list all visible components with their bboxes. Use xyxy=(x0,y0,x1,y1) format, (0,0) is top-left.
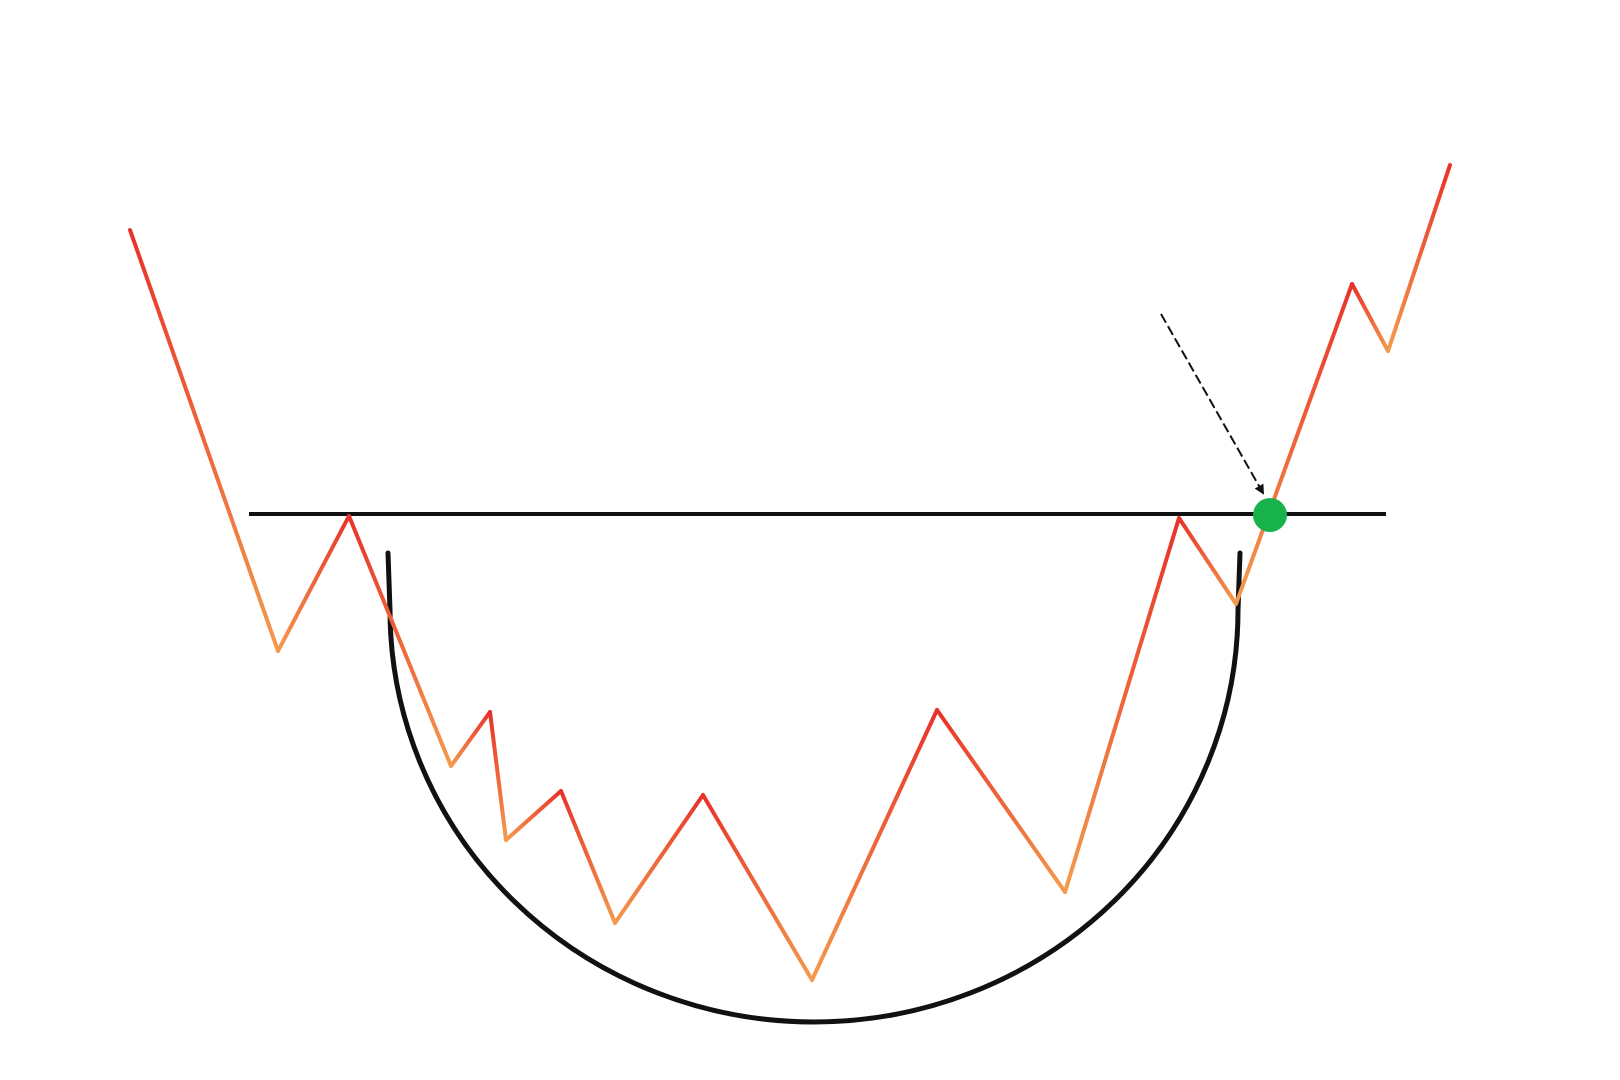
price-line-segment xyxy=(347,514,453,768)
price-line-segment xyxy=(559,789,617,925)
price-line-segment xyxy=(1386,163,1452,353)
cup-arc xyxy=(385,550,1243,1025)
price-line-segment xyxy=(613,793,705,925)
breakout-point xyxy=(1253,498,1287,532)
price-line xyxy=(128,163,1452,982)
price-line-segment xyxy=(810,708,939,982)
price-line-segment xyxy=(1350,282,1390,353)
price-line-segment xyxy=(1063,516,1181,894)
price-line-segment xyxy=(1177,516,1238,606)
price-line-segment xyxy=(701,793,814,982)
price-line-segment xyxy=(935,708,1067,894)
price-line-segment xyxy=(128,228,280,653)
price-line-segment xyxy=(276,514,351,653)
price-line-segment xyxy=(1234,282,1354,606)
price-line-segment xyxy=(449,710,492,768)
price-line-segment xyxy=(488,710,508,842)
price-line-segment xyxy=(504,789,563,842)
breakout-arrow xyxy=(1160,313,1264,495)
